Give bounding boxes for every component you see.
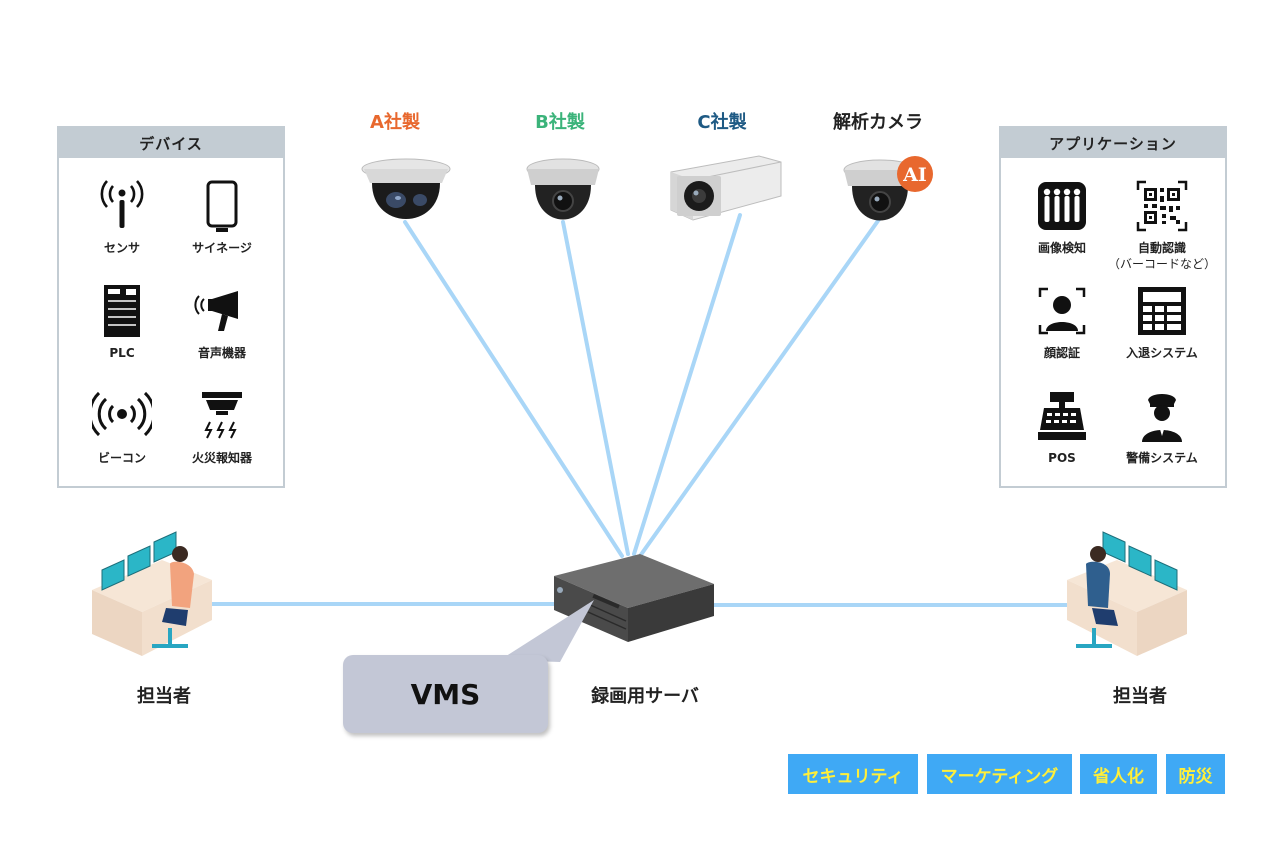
app-label: 自動認識 （バーコードなど） — [1107, 240, 1217, 272]
device-label: PLC — [109, 346, 135, 360]
device-item-fire-alarm: 火災報知器 — [167, 386, 277, 466]
tag-labor-saving: 省人化 — [1080, 754, 1157, 794]
app-label: 顔認証 — [1043, 346, 1080, 360]
operator-left-icon — [92, 531, 212, 656]
vms-callout-pointer — [500, 600, 594, 662]
applications-panel-title: アプリケーション — [1001, 128, 1225, 158]
dome-camera-b-icon — [526, 158, 600, 220]
device-item-signage: サイネージ — [167, 176, 277, 256]
ai-dome-camera-icon: AI — [843, 156, 933, 221]
beacon-icon — [92, 391, 152, 437]
app-item-auto-recognition: 自動認識 （バーコードなど） — [1107, 176, 1217, 272]
signage-icon — [206, 180, 238, 232]
app-label-line: 自動認識 — [1137, 241, 1186, 255]
link-camera-a — [403, 220, 624, 558]
camera-ai-label: 解析カメラ — [833, 112, 923, 133]
devices-panel: デバイス センサ サイネージ PLC — [57, 126, 285, 488]
link-camera-ai — [638, 216, 882, 558]
tag-marketing: マーケティング — [927, 754, 1072, 794]
device-label: センサ — [103, 241, 140, 255]
app-label: 画像検知 — [1037, 241, 1086, 255]
camera-a-label: A社製 — [370, 112, 420, 133]
app-label: 警備システム — [1126, 451, 1198, 465]
sensor-icon — [100, 180, 144, 228]
cash-register-icon — [1038, 392, 1086, 440]
device-label: 火災報知器 — [191, 451, 252, 465]
fire-alarm-icon — [202, 392, 242, 439]
face-recognition-icon — [1038, 287, 1086, 335]
megaphone-icon — [194, 291, 238, 331]
qr-code-icon — [1136, 180, 1188, 232]
device-item-audio: 音声機器 — [167, 281, 277, 361]
ai-badge-text: AI — [902, 164, 927, 186]
operator-left-label: 担当者 — [137, 686, 191, 707]
people-detection-icon — [1038, 182, 1086, 230]
app-item-security: 警備システム — [1107, 386, 1217, 466]
camera-b-label: B社製 — [535, 112, 585, 133]
link-camera-b — [561, 220, 630, 556]
box-camera-c-icon — [670, 155, 782, 221]
app-item-pos: POS — [1007, 386, 1117, 466]
dome-camera-a-icon — [361, 158, 451, 219]
plc-icon — [104, 285, 140, 337]
app-label: 入退システム — [1126, 346, 1198, 360]
vms-callout: VMS — [343, 655, 548, 733]
app-item-access: 入退システム — [1107, 281, 1217, 361]
tag-disaster-prevention: 防災 — [1166, 754, 1225, 794]
app-item-face-auth: 顔認証 — [1007, 281, 1117, 361]
access-panel-icon — [1138, 287, 1186, 335]
security-guard-icon — [1142, 394, 1182, 442]
operator-right-label: 担当者 — [1113, 686, 1167, 707]
device-label: 音声機器 — [197, 346, 246, 360]
ai-badge-icon — [897, 156, 933, 192]
app-label-line: （バーコードなど） — [1107, 257, 1216, 271]
device-item-beacon: ビーコン — [67, 386, 177, 466]
device-label: サイネージ — [192, 241, 252, 255]
camera-c-label: C社製 — [697, 112, 747, 133]
device-item-plc: PLC — [67, 281, 177, 361]
tag-security: セキュリティ — [788, 754, 918, 794]
devices-panel-title: デバイス — [59, 128, 283, 158]
applications-panel: アプリケーション 画像検知 — [999, 126, 1227, 488]
operator-right-icon — [1067, 531, 1187, 656]
device-item-sensor: センサ — [67, 176, 177, 256]
app-label: POS — [1048, 451, 1076, 465]
link-camera-c — [632, 213, 742, 556]
server-label: 録画用サーバ — [591, 686, 699, 707]
recording-server-icon — [554, 554, 714, 642]
app-item-image-detection: 画像検知 — [1007, 176, 1117, 256]
device-label: ビーコン — [97, 451, 146, 465]
